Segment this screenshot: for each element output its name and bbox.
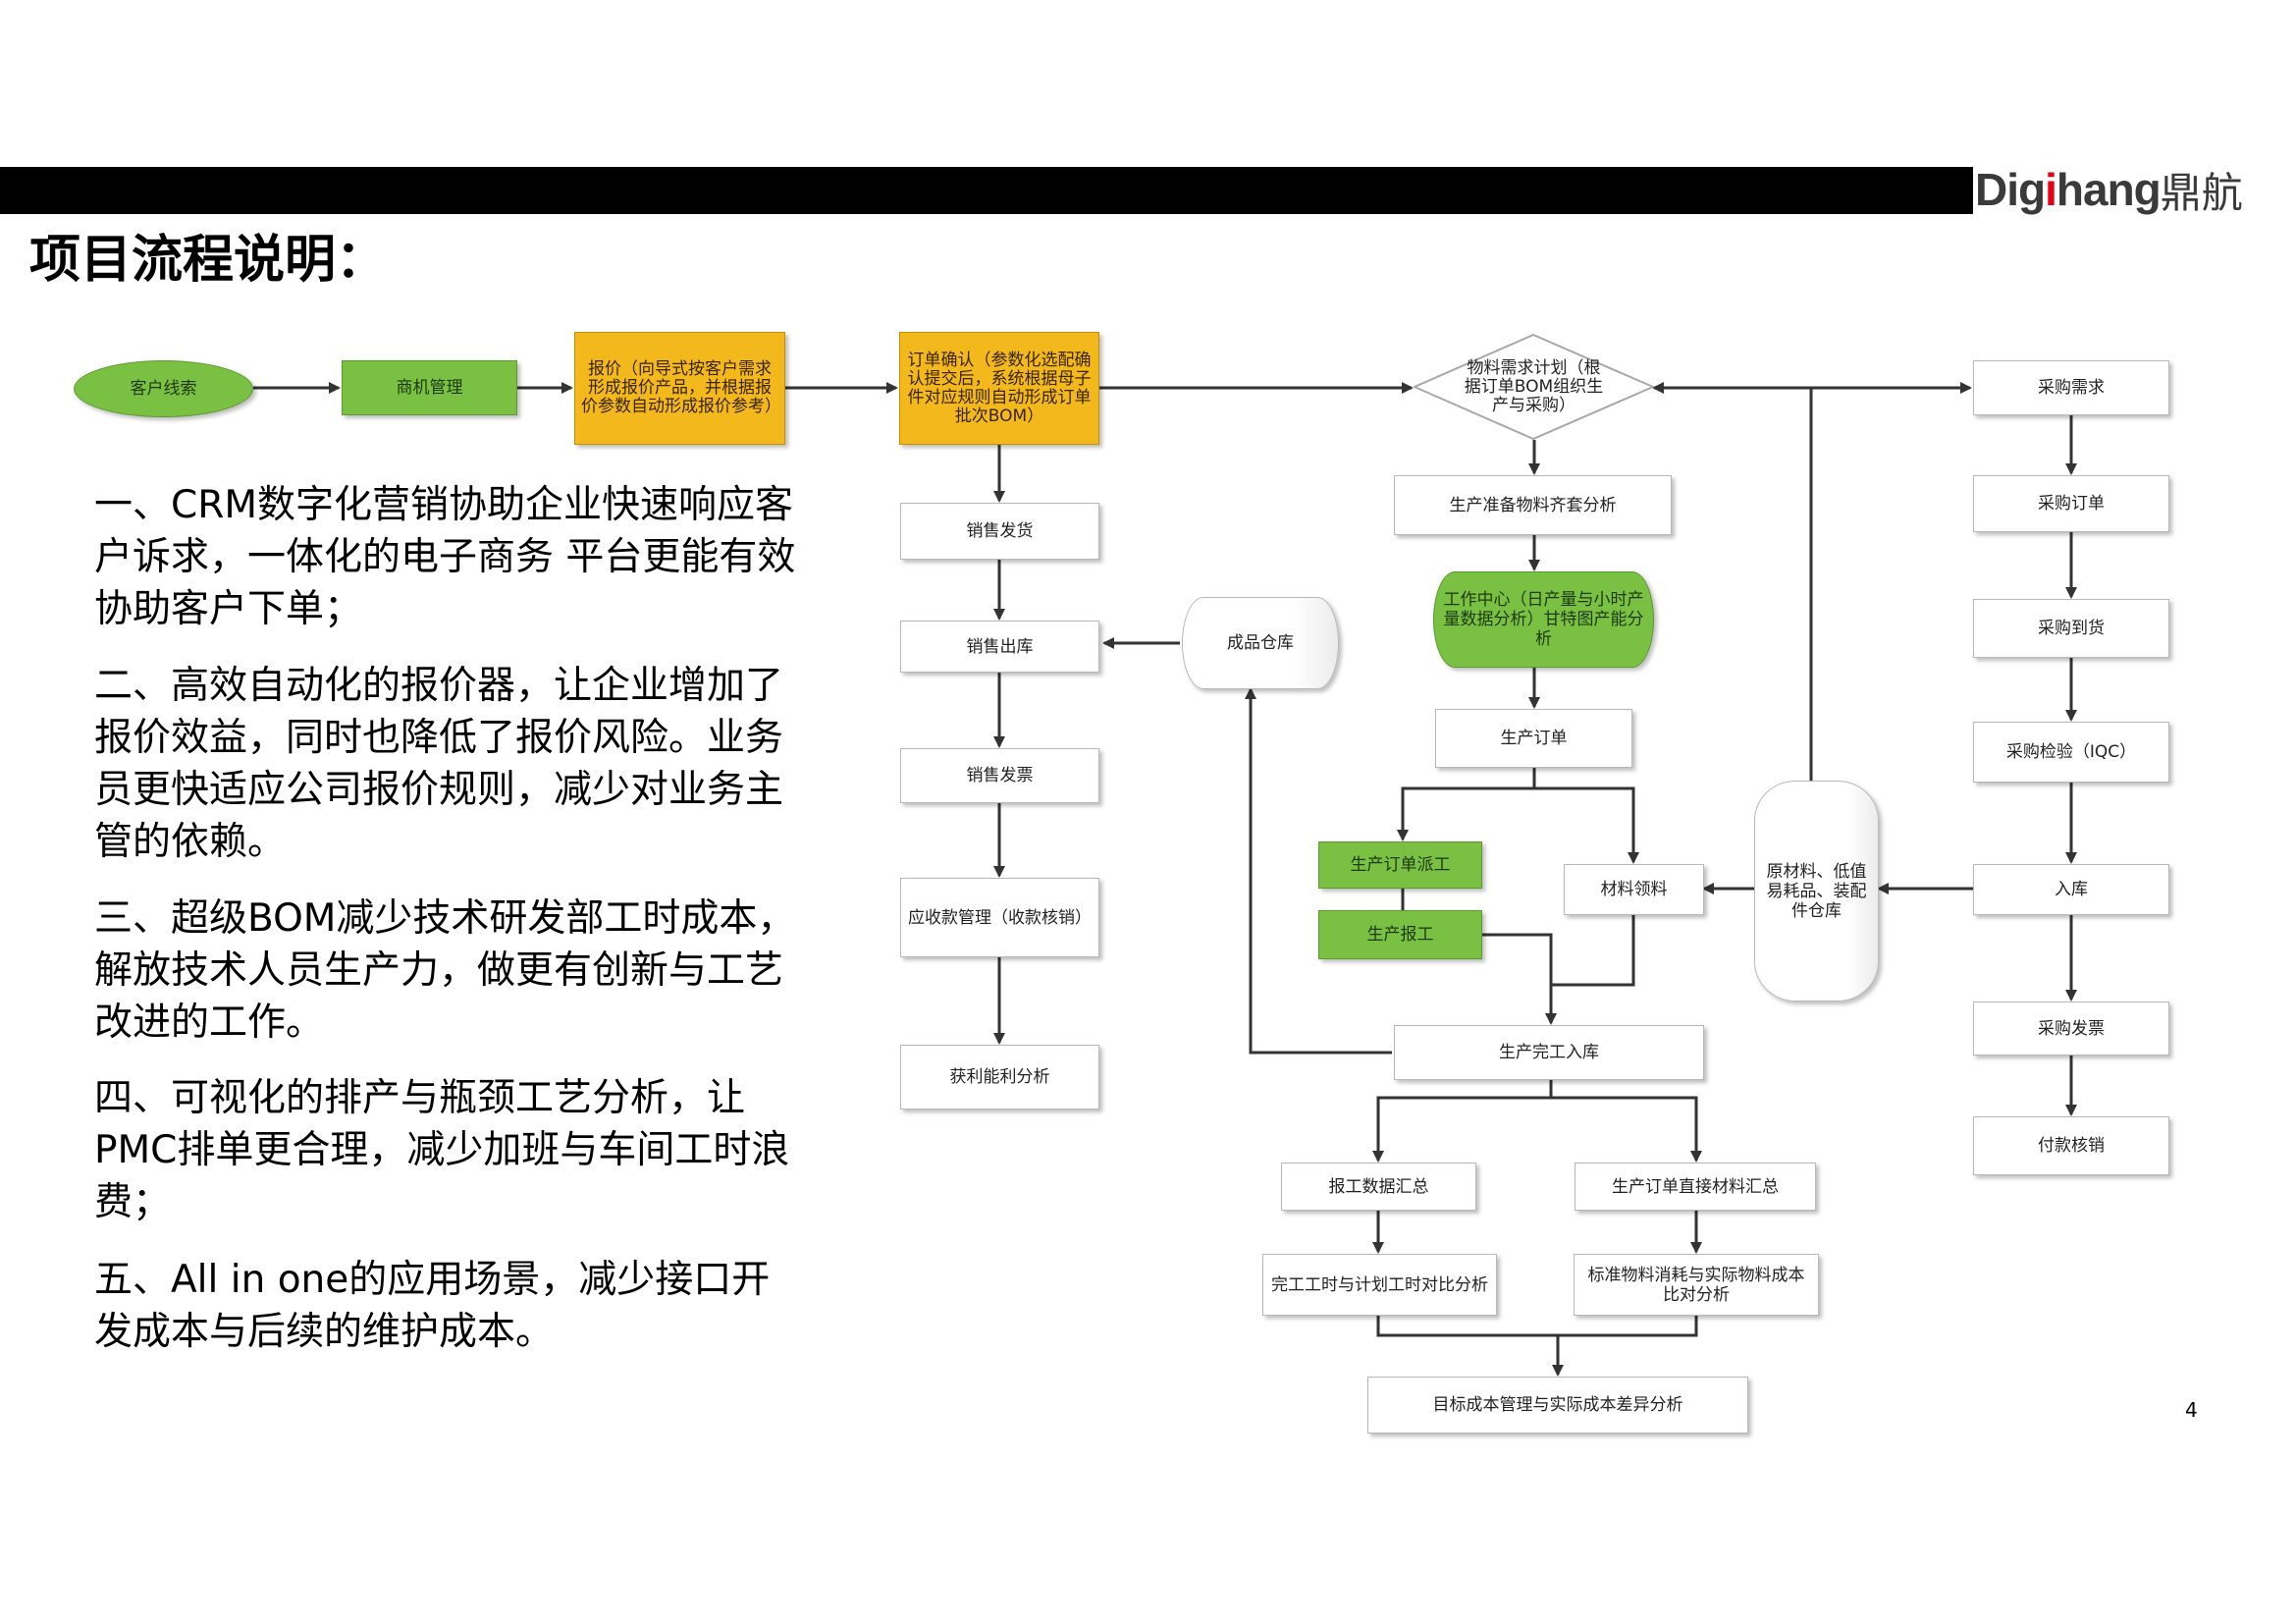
arrow-order-dispatch bbox=[1397, 768, 1536, 841]
node-mrp: 物料需求计划（根据订单BOM组织生产与采购） bbox=[1414, 334, 1654, 440]
page-title: 项目流程说明： bbox=[29, 231, 388, 290]
node-opportunity: 商机管理 bbox=[342, 360, 517, 415]
arrow-analysis-target bbox=[1376, 1316, 1698, 1375]
node-payment: 付款核销 bbox=[1973, 1116, 2169, 1175]
node-sales-invoice: 销售发票 bbox=[900, 748, 1099, 803]
node-finished-warehouse: 成品仓库 bbox=[1182, 597, 1339, 689]
arrow-issue-complete bbox=[1551, 915, 1635, 987]
node-production-complete: 生产完工入库 bbox=[1394, 1025, 1704, 1080]
benefit-paragraph-2: 二、高效自动化的报价器，让企业增加了报价效益，同时也降低了报价风险。业务员更快适… bbox=[94, 664, 784, 864]
arrow-rawwh-mrp bbox=[1652, 382, 1813, 781]
mrp-diamond-shape bbox=[1414, 334, 1654, 440]
node-report-summary: 报工数据汇总 bbox=[1281, 1163, 1476, 1211]
node-sales-out: 销售出库 bbox=[900, 621, 1099, 673]
header-bar bbox=[0, 167, 1973, 214]
node-order-confirm: 订单确认（参数化选配确认提交后，系统根据母子件对应规则自动形成订单批次BOM） bbox=[899, 332, 1099, 445]
node-sales-ship: 销售发货 bbox=[900, 503, 1099, 560]
node-purchase-requirement: 采购需求 bbox=[1973, 360, 2169, 415]
node-receivable: 应收款管理（收款核销） bbox=[900, 878, 1099, 957]
benefit-paragraph-1: 一、CRM数字化营销协助企业快速响应客户诉求，一体化的电子商务 平台更能有效协助… bbox=[94, 483, 796, 631]
benefit-paragraph-4: 四、可视化的排产与瓶颈工艺分析，让PMC排单更合理，减少加班与车间工时浪费； bbox=[94, 1076, 790, 1224]
page-number: 4 bbox=[2185, 1398, 2198, 1422]
arrow-complete-warehouse bbox=[1245, 687, 1392, 1055]
logo-text-dig: Dig bbox=[1975, 164, 2046, 215]
node-work-center: 工作中心（日产量与小时产量数据分析）甘特图产能分析 bbox=[1433, 571, 1654, 668]
node-hours-compare: 完工工时与计划工时对比分析 bbox=[1262, 1254, 1497, 1316]
node-purchase-arrival: 采购到货 bbox=[1973, 599, 2169, 658]
node-production-prep: 生产准备物料齐套分析 bbox=[1394, 475, 1672, 535]
node-quote: 报价（向导式按客户需求形成报价产品，并根据报价参数自动形成报价参考） bbox=[574, 332, 785, 445]
arrow-complete-summaries bbox=[1376, 1080, 1696, 1161]
arrow-report-complete bbox=[1482, 933, 1557, 1025]
logo-text-i: i bbox=[2045, 164, 2057, 215]
node-production-order: 生产订单 bbox=[1435, 709, 1632, 768]
node-customer-lead: 客户线索 bbox=[74, 360, 253, 417]
arrow-order-issue bbox=[1534, 786, 1639, 864]
node-dispatch: 生产订单派工 bbox=[1318, 841, 1482, 889]
logo-text-hang: hang bbox=[2056, 164, 2162, 215]
node-report-work: 生产报工 bbox=[1318, 910, 1482, 959]
logo-text-chinese: 鼎航 bbox=[2160, 168, 2243, 217]
node-purchase-iqc: 采购检验（IQC） bbox=[1973, 722, 2169, 783]
node-direct-material: 生产订单直接材料汇总 bbox=[1575, 1163, 1816, 1211]
node-material-issue: 材料领料 bbox=[1564, 864, 1704, 915]
node-target-cost: 目标成本管理与实际成本差异分析 bbox=[1367, 1377, 1748, 1434]
benefit-paragraph-5: 五、All in one的应用场景，减少接口开发成本与后续的维护成本。 bbox=[94, 1258, 771, 1354]
node-purchase-order: 采购订单 bbox=[1973, 475, 2169, 532]
node-raw-warehouse: 原材料、低值易耗品、装配件仓库 bbox=[1754, 781, 1879, 1001]
node-mrp-label: 物料需求计划（根据订单BOM组织生产与采购） bbox=[1464, 357, 1604, 415]
node-standard-material: 标准物料消耗与实际物料成本比对分析 bbox=[1574, 1254, 1819, 1316]
node-purchase-invoice: 采购发票 bbox=[1973, 1001, 2169, 1056]
node-stock-in: 入库 bbox=[1973, 864, 2169, 915]
benefit-paragraph-3: 三、超级BOM减少技术研发部工时成本，解放技术人员生产力，做更有创新与工艺改进的… bbox=[94, 896, 796, 1045]
node-profit: 获利能利分析 bbox=[900, 1045, 1099, 1110]
